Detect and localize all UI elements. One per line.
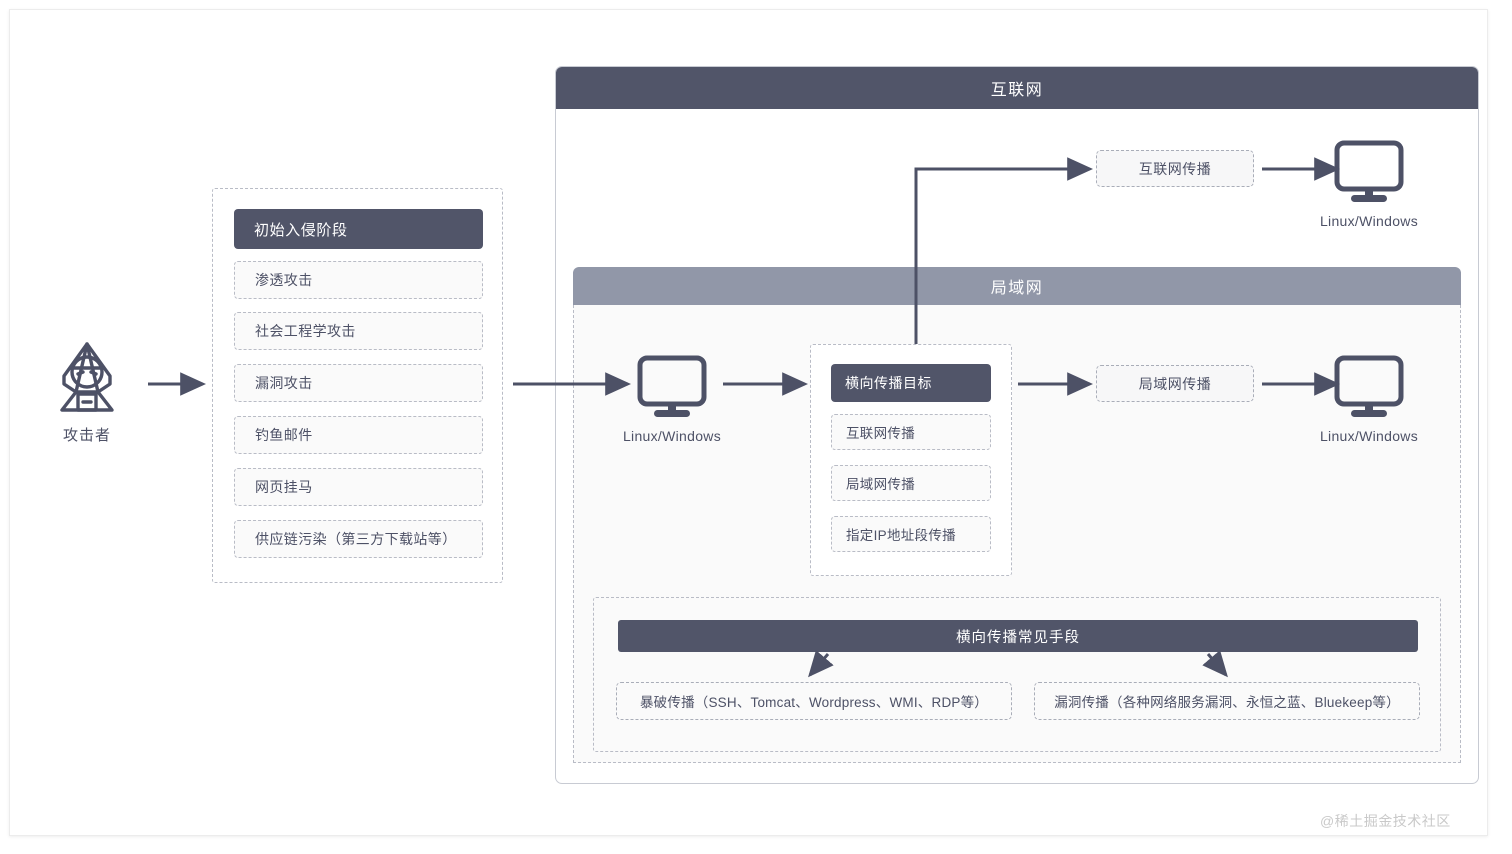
host-lan-target: Linux/Windows bbox=[1309, 355, 1429, 444]
common-means-header: 横向传播常见手段 bbox=[618, 620, 1418, 652]
lan-title: 局域网 bbox=[573, 267, 1461, 305]
monitor-icon bbox=[637, 355, 707, 417]
hacker-icon bbox=[52, 340, 122, 412]
watermark: @稀土掘金技术社区 bbox=[1320, 813, 1451, 829]
lateral-target-header: 横向传播目标 bbox=[831, 364, 991, 402]
stage-item-social-engineering[interactable]: 社会工程学攻击 bbox=[234, 312, 483, 350]
chip-internet-spread[interactable]: 互联网传播 bbox=[1096, 150, 1254, 187]
host-lan-entry: Linux/Windows bbox=[612, 355, 732, 444]
stage-item-phishing[interactable]: 钓鱼邮件 bbox=[234, 416, 483, 454]
stage-item-supply-chain[interactable]: 供应链污染（第三方下载站等） bbox=[234, 520, 483, 558]
lateral-target-group: 横向传播目标 互联网传播 局域网传播 指定IP地址段传播 bbox=[810, 344, 1012, 576]
stage-item-web-trojan[interactable]: 网页挂马 bbox=[234, 468, 483, 506]
monitor-icon bbox=[1334, 140, 1404, 202]
means-vulnerability[interactable]: 漏洞传播（各种网络服务漏洞、永恒之蓝、Bluekeep等） bbox=[1034, 682, 1420, 720]
internet-title: 互联网 bbox=[556, 67, 1478, 109]
monitor-icon bbox=[1334, 355, 1404, 417]
attacker-label: 攻击者 bbox=[62, 427, 111, 444]
initial-intrusion-panel: 初始入侵阶段 渗透攻击 社会工程学攻击 漏洞攻击 钓鱼邮件 网页挂马 供应链污染… bbox=[212, 188, 503, 583]
host-internet: Linux/Windows bbox=[1309, 140, 1429, 229]
chip-lan-spread[interactable]: 局域网传播 bbox=[1096, 365, 1254, 402]
host-internet-label: Linux/Windows bbox=[1319, 213, 1419, 229]
stage-item-vulnerability[interactable]: 漏洞攻击 bbox=[234, 364, 483, 402]
common-means-group: 横向传播常见手段 暴破传播（SSH、Tomcat、Wordpress、WMI、R… bbox=[593, 597, 1441, 752]
means-brute-force[interactable]: 暴破传播（SSH、Tomcat、Wordpress、WMI、RDP等） bbox=[616, 682, 1012, 720]
host-lan-entry-label: Linux/Windows bbox=[622, 428, 722, 444]
lateral-item-ip-range-spread[interactable]: 指定IP地址段传播 bbox=[831, 516, 991, 552]
lateral-item-lan-spread[interactable]: 局域网传播 bbox=[831, 465, 991, 501]
stage-header: 初始入侵阶段 bbox=[234, 209, 483, 249]
host-lan-target-label: Linux/Windows bbox=[1319, 428, 1419, 444]
stage-item-penetration[interactable]: 渗透攻击 bbox=[234, 261, 483, 299]
lateral-item-internet-spread[interactable]: 互联网传播 bbox=[831, 414, 991, 450]
